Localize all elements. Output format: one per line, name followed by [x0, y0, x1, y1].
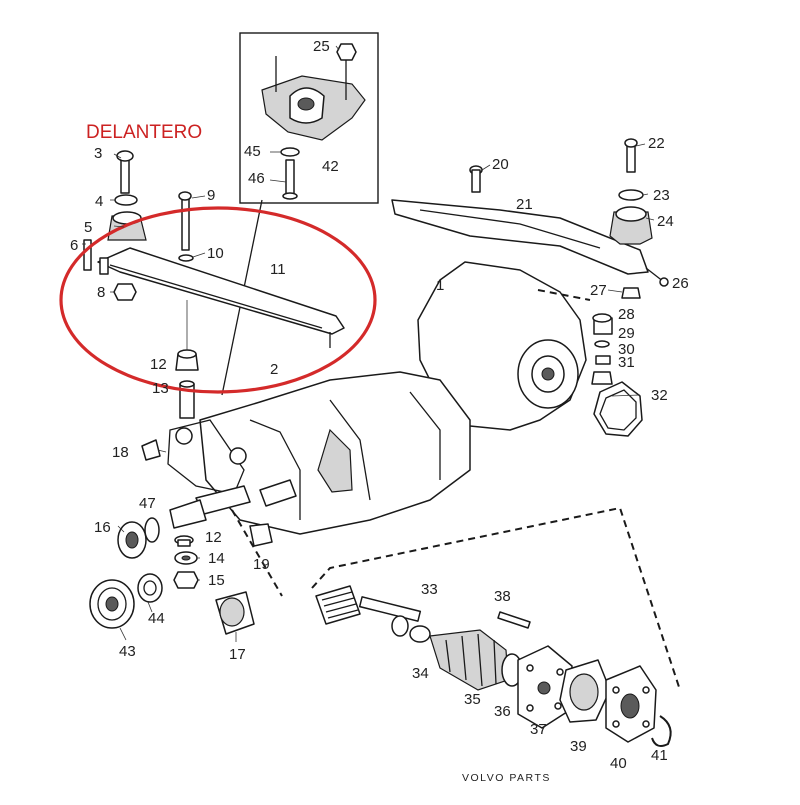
callout-15: 15 [208, 572, 225, 589]
callout-33: 33 [421, 581, 438, 598]
callout-34: 34 [412, 665, 429, 682]
callout-26: 26 [672, 275, 689, 292]
footer-volvo-parts: VOLVO PARTS [462, 772, 551, 784]
callout-20: 20 [492, 156, 509, 173]
callout-13: 13 [152, 380, 169, 397]
callout-4: 4 [95, 193, 103, 210]
callout-14: 14 [208, 550, 225, 567]
callout-35: 35 [464, 691, 481, 708]
callout-8: 8 [97, 284, 105, 301]
callout-36: 36 [494, 703, 511, 720]
callout-17: 17 [229, 646, 246, 663]
callout-31: 31 [618, 354, 635, 371]
callout-47: 47 [139, 495, 156, 512]
rear-crossmember-group [391, 138, 669, 299]
callout-21: 21 [516, 196, 533, 213]
differential-housing [167, 261, 587, 547]
callout-45: 45 [244, 143, 261, 160]
callout-16: 16 [94, 519, 111, 536]
callout-12-upper: 12 [150, 356, 167, 373]
callout-12-lower: 12 [205, 529, 222, 546]
callout-25: 25 [313, 38, 330, 55]
callout-labels: 3 4 5 6 8 9 10 11 12 13 2 1 25 45 46 42 … [70, 38, 689, 772]
callout-28: 28 [618, 306, 635, 323]
callout-3: 3 [94, 145, 102, 162]
callout-37: 37 [530, 721, 547, 738]
callout-19: 19 [253, 556, 270, 573]
callout-22: 22 [648, 135, 665, 152]
highlight-ellipse [59, 206, 377, 394]
pinion-parts-group [89, 439, 255, 635]
callout-40: 40 [610, 755, 627, 772]
callout-10: 10 [207, 245, 224, 262]
callout-2: 2 [270, 361, 278, 378]
callout-9: 9 [207, 187, 215, 204]
drive-shaft-group [315, 585, 672, 747]
callout-46: 46 [248, 170, 265, 187]
dashed-link-driveshaft [311, 506, 681, 691]
callout-44: 44 [148, 610, 165, 627]
callout-32: 32 [651, 387, 668, 404]
callout-18: 18 [112, 444, 129, 461]
heading-delantero: DELANTERO [86, 122, 202, 143]
callout-23: 23 [653, 187, 670, 204]
front-crossmember-group [83, 150, 345, 419]
callout-30: 30 [618, 341, 635, 358]
dashed-link-right [537, 289, 591, 301]
dashed-link-left [231, 509, 283, 597]
callout-39: 39 [570, 738, 587, 755]
callout-43: 43 [119, 643, 136, 660]
side-parts-group [591, 313, 643, 437]
callout-42: 42 [322, 158, 339, 175]
callout-1: 1 [436, 277, 444, 294]
callout-11: 11 [270, 261, 286, 278]
callout-24: 24 [657, 213, 674, 230]
callout-27: 27 [590, 282, 607, 299]
leader-lines [82, 45, 655, 642]
callout-38: 38 [494, 588, 511, 605]
inset-mount-box [239, 32, 379, 204]
callout-29: 29 [618, 325, 635, 342]
callout-6: 6 [70, 237, 78, 254]
callout-5: 5 [84, 219, 92, 236]
callout-41: 41 [651, 747, 668, 764]
